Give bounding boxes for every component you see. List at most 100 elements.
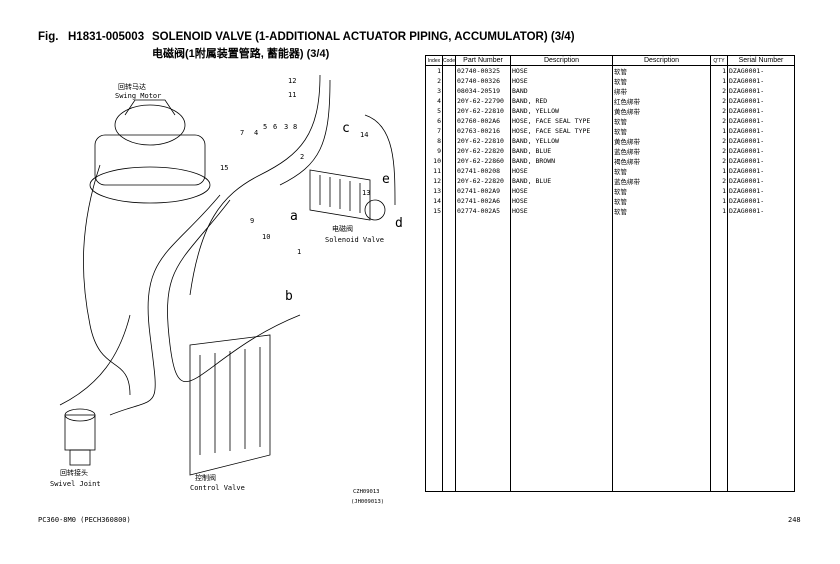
cell-index: 3: [425, 86, 443, 96]
cell-index: 8: [425, 136, 443, 146]
cell-index: 10: [425, 156, 443, 166]
cell-desc: HOSE: [510, 206, 613, 216]
table-filler: [425, 216, 795, 492]
callout-13: 13: [362, 189, 370, 197]
cell-code: [442, 126, 456, 136]
cell-serial: DZAG0001-: [727, 86, 795, 96]
cell-serial: DZAG0001-: [727, 136, 795, 146]
cell-desc_cn: 绑带: [612, 86, 711, 96]
cell-part: 20Y-62-22790: [455, 96, 511, 106]
cell-part: 02741-002A9: [455, 186, 511, 196]
cell-desc: BAND, BROWN: [510, 156, 613, 166]
cell-index: 14: [425, 196, 443, 206]
callout-letter-d: d: [395, 216, 403, 231]
cell-desc_cn: 黄色绑带: [612, 136, 711, 146]
cell-desc_cn: 软管: [612, 196, 711, 206]
cell-desc: HOSE: [510, 196, 613, 206]
cell-desc: HOSE: [510, 166, 613, 176]
page-number: 248: [788, 516, 801, 524]
control-valve-label-cn: 控制阀: [195, 473, 216, 482]
callout-letter-e: e: [382, 172, 390, 187]
cell-qty: 2: [710, 106, 728, 116]
cell-index: 2: [425, 76, 443, 86]
cell-desc_cn: 蓝色绑带: [612, 176, 711, 186]
cell-code: [442, 65, 456, 76]
cell-part: 20Y-62-22810: [455, 136, 511, 146]
cell-part: 20Y-62-22820: [455, 146, 511, 156]
cell-serial: DZAG0001-: [727, 96, 795, 106]
cell-desc_cn: 软管: [612, 116, 711, 126]
empty-cell: [510, 216, 613, 492]
cell-code: [442, 106, 456, 116]
cell-code: [442, 206, 456, 216]
drawing-code: CZH09013: [353, 489, 380, 495]
empty-cell: [442, 216, 456, 492]
swing-motor-label-cn: 回转马达: [118, 82, 146, 91]
empty-cell: [727, 216, 795, 492]
callout-5: 5: [263, 123, 267, 131]
cell-qty: 2: [710, 156, 728, 166]
cell-code: [442, 156, 456, 166]
cell-index: 7: [425, 126, 443, 136]
callout-6: 6: [273, 123, 277, 131]
cell-desc_cn: 软管: [612, 186, 711, 196]
callout-letter-b: b: [285, 289, 293, 304]
cell-serial: DZAG0001-: [727, 166, 795, 176]
swing-motor-label: Swing Motor: [115, 92, 161, 100]
callout-10: 10: [262, 233, 270, 241]
cell-desc_cn: 软管: [612, 65, 711, 76]
cell-code: [442, 196, 456, 206]
cell-qty: 1: [710, 206, 728, 216]
cell-index: 1: [425, 65, 443, 76]
fig-label: Fig.: [38, 31, 59, 43]
cell-qty: 2: [710, 146, 728, 156]
cell-qty: 2: [710, 176, 728, 186]
cell-desc: BAND, RED: [510, 96, 613, 106]
cell-code: [442, 186, 456, 196]
swing-motor-drawing: [89, 99, 211, 204]
swivel-joint-label-cn: 回转接头: [60, 468, 88, 477]
cell-part: 02741-002A6: [455, 196, 511, 206]
cell-desc: BAND, YELLOW: [510, 106, 613, 116]
col-part-number: Part Number: [455, 55, 511, 66]
col-description: Description: [510, 55, 613, 66]
callout-15: 15: [220, 164, 228, 172]
exploded-parts-diagram: 回转马达 Swing Motor 电磁阀 Solenoid Valve 控制阀 …: [50, 74, 403, 505]
cell-index: 5: [425, 106, 443, 116]
cell-qty: 1: [710, 76, 728, 86]
cell-qty: 1: [710, 65, 728, 76]
cell-serial: DZAG0001-: [727, 206, 795, 216]
col-serial: Serial Number: [727, 55, 795, 66]
callout-9: 9: [250, 217, 254, 225]
footer-model: PC360-8M0 (PECH360800): [38, 516, 131, 524]
cell-serial: DZAG0001-: [727, 65, 795, 76]
cell-desc_cn: 软管: [612, 206, 711, 216]
cell-code: [442, 116, 456, 126]
cell-desc: HOSE: [510, 65, 613, 76]
control-valve-drawing: [189, 334, 271, 476]
callout-14: 14: [360, 131, 368, 139]
cell-desc: BAND: [510, 86, 613, 96]
cell-qty: 2: [710, 136, 728, 146]
cell-serial: DZAG0001-: [727, 116, 795, 126]
swivel-joint-drawing: [64, 408, 96, 466]
callout-7: 7: [240, 129, 244, 137]
solenoid-valve-drawing: [309, 169, 386, 221]
cell-desc: HOSE: [510, 186, 613, 196]
cell-part: 02740-00326: [455, 76, 511, 86]
cell-index: 15: [425, 206, 443, 216]
cell-desc_cn: 褐色绑带: [612, 156, 711, 166]
page-subtitle-cn: 电磁阀(1附属装置管路, 蓄能器) (3/4): [152, 48, 330, 60]
cell-part: 02741-00208: [455, 166, 511, 176]
cell-desc: BAND, BLUE: [510, 146, 613, 156]
